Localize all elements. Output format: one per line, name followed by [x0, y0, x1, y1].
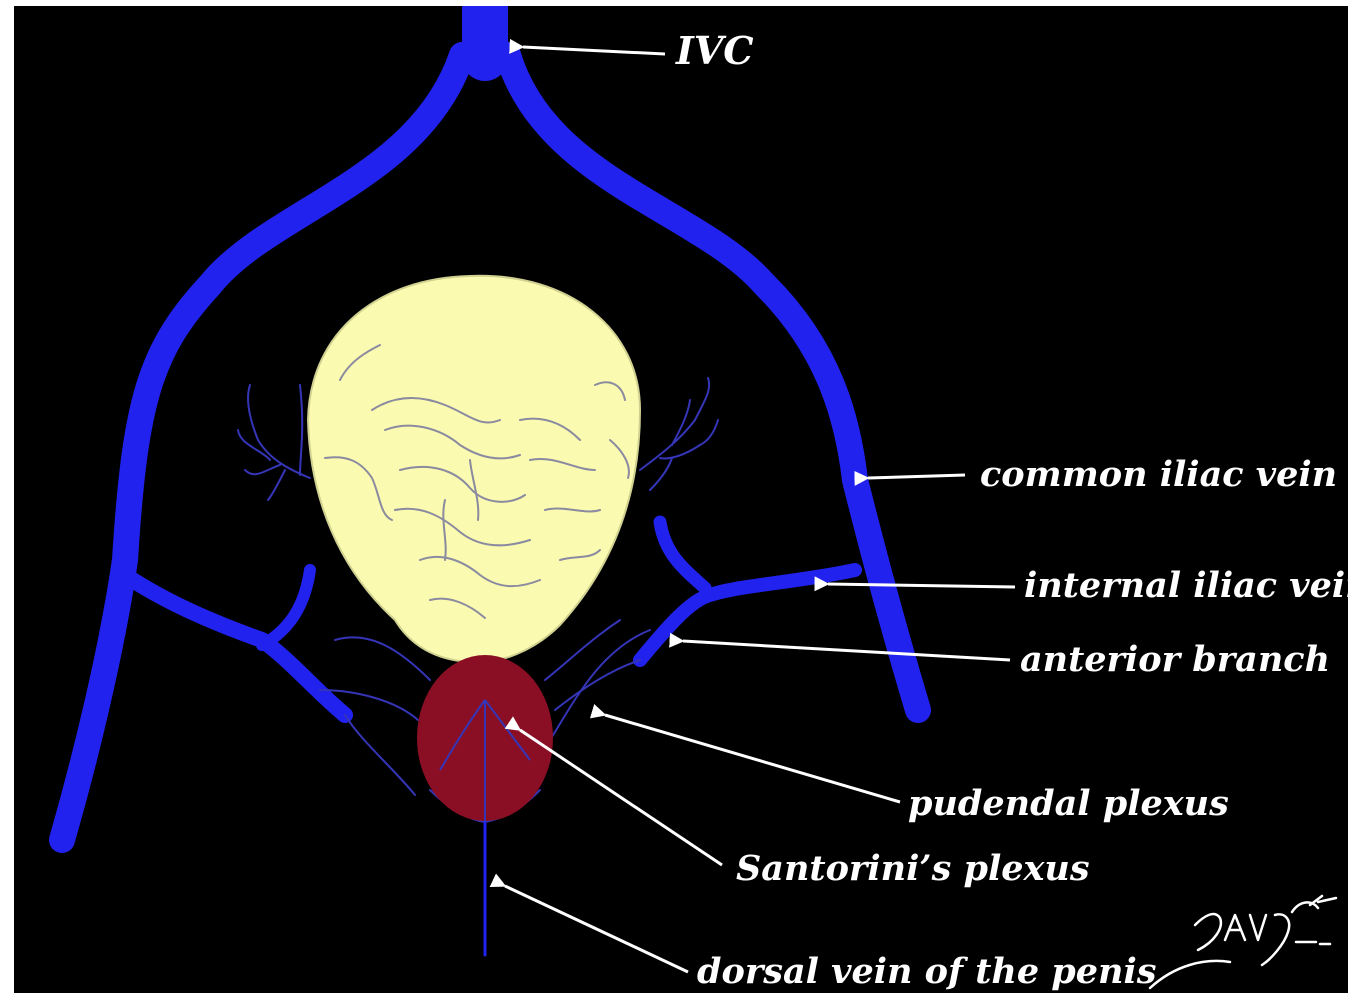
venous-diagram: IVC common iliac vein internal iliac vei…	[14, 6, 1348, 993]
signature	[1150, 896, 1336, 988]
left-anterior-branch	[262, 570, 310, 645]
santorini-arrow	[520, 730, 722, 865]
internal-iliac-arrow	[828, 584, 1015, 587]
bladder	[308, 276, 640, 663]
anterior-branch-arrow	[683, 641, 1010, 660]
santorini-label: Santorini’s plexus	[736, 848, 1090, 889]
dorsal-vein-label: dorsal vein of the penis	[697, 951, 1157, 992]
common-iliac-label: common iliac vein	[980, 454, 1337, 495]
left-internal-iliac-vein	[125, 575, 345, 715]
ivc-arrow	[523, 47, 665, 54]
right-internal-iliac-upper-branch	[660, 522, 705, 588]
left-fine-branches	[238, 385, 310, 500]
diagram-canvas: IVC common iliac vein internal iliac vei…	[14, 6, 1348, 993]
pudendal-plexus-arrow	[605, 715, 900, 802]
ivc-label: IVC	[675, 28, 754, 73]
pudendal-plexus-label: pudendal plexus	[908, 783, 1229, 824]
internal-iliac-label: internal iliac vein	[1024, 565, 1348, 606]
common-iliac-arrow	[868, 475, 965, 478]
anterior-branch-label: anterior branch	[1020, 639, 1330, 680]
right-internal-iliac-vein	[640, 570, 855, 660]
right-fine-branches	[640, 378, 718, 490]
dorsal-vein-arrow	[505, 886, 688, 972]
labels: IVC common iliac vein internal iliac vei…	[675, 28, 1348, 992]
